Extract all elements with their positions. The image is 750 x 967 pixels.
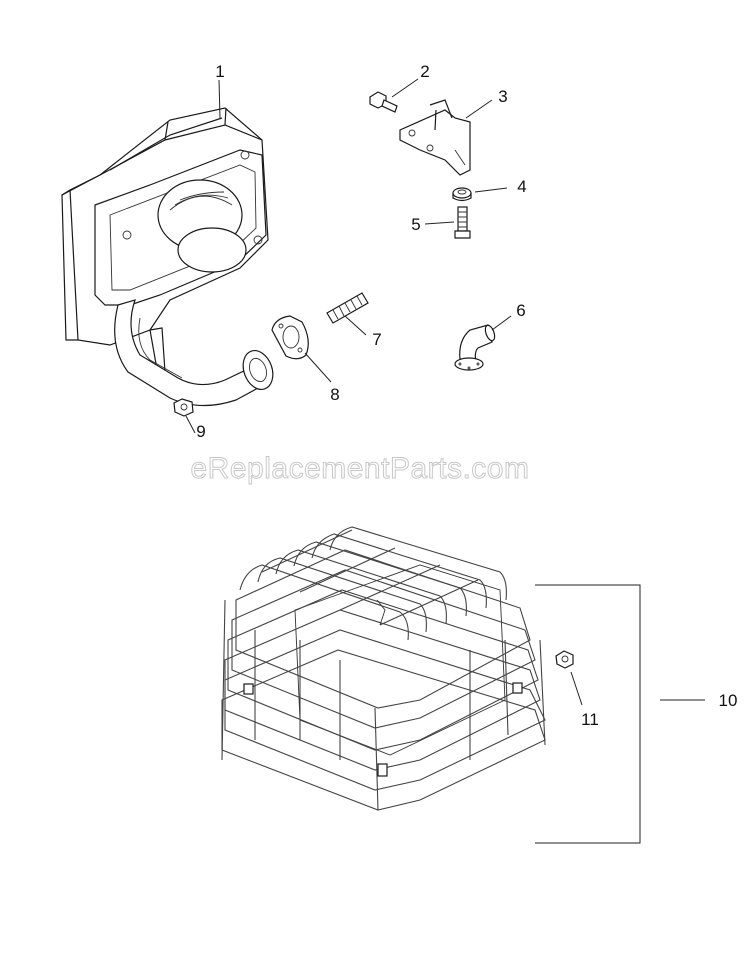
muffler-part[interactable] (61, 107, 278, 407)
washer-part-4[interactable] (452, 187, 472, 202)
bolt-part-2[interactable] (369, 91, 398, 113)
nut-part-11[interactable] (555, 650, 574, 669)
callout-5: 5 (411, 215, 420, 234)
stud-part-7[interactable] (326, 292, 369, 324)
nut-part-9[interactable] (173, 398, 194, 417)
callout-1: 1 (215, 62, 224, 81)
bracket-part-3[interactable] (399, 99, 471, 176)
callout-10: 10 (719, 691, 738, 710)
callout-8: 8 (330, 385, 339, 404)
callout-2: 2 (420, 62, 429, 81)
callout-4: 4 (517, 177, 526, 196)
watermark-text: eReplacementParts.com (191, 452, 530, 485)
callout-3: 3 (498, 87, 507, 106)
callout-labels: 1 2 3 4 5 6 7 8 9 10 11 (196, 62, 737, 729)
exhaust-elbow-part-6[interactable] (454, 324, 496, 371)
wire-guard-cage-part-10[interactable] (221, 526, 546, 811)
leader-lines (185, 78, 705, 844)
callout-11: 11 (581, 710, 599, 729)
screw-part-5[interactable] (454, 206, 471, 239)
gasket-part-8[interactable] (271, 315, 309, 360)
callout-7: 7 (372, 330, 381, 349)
callout-9: 9 (196, 422, 205, 441)
callout-6: 6 (516, 301, 525, 320)
